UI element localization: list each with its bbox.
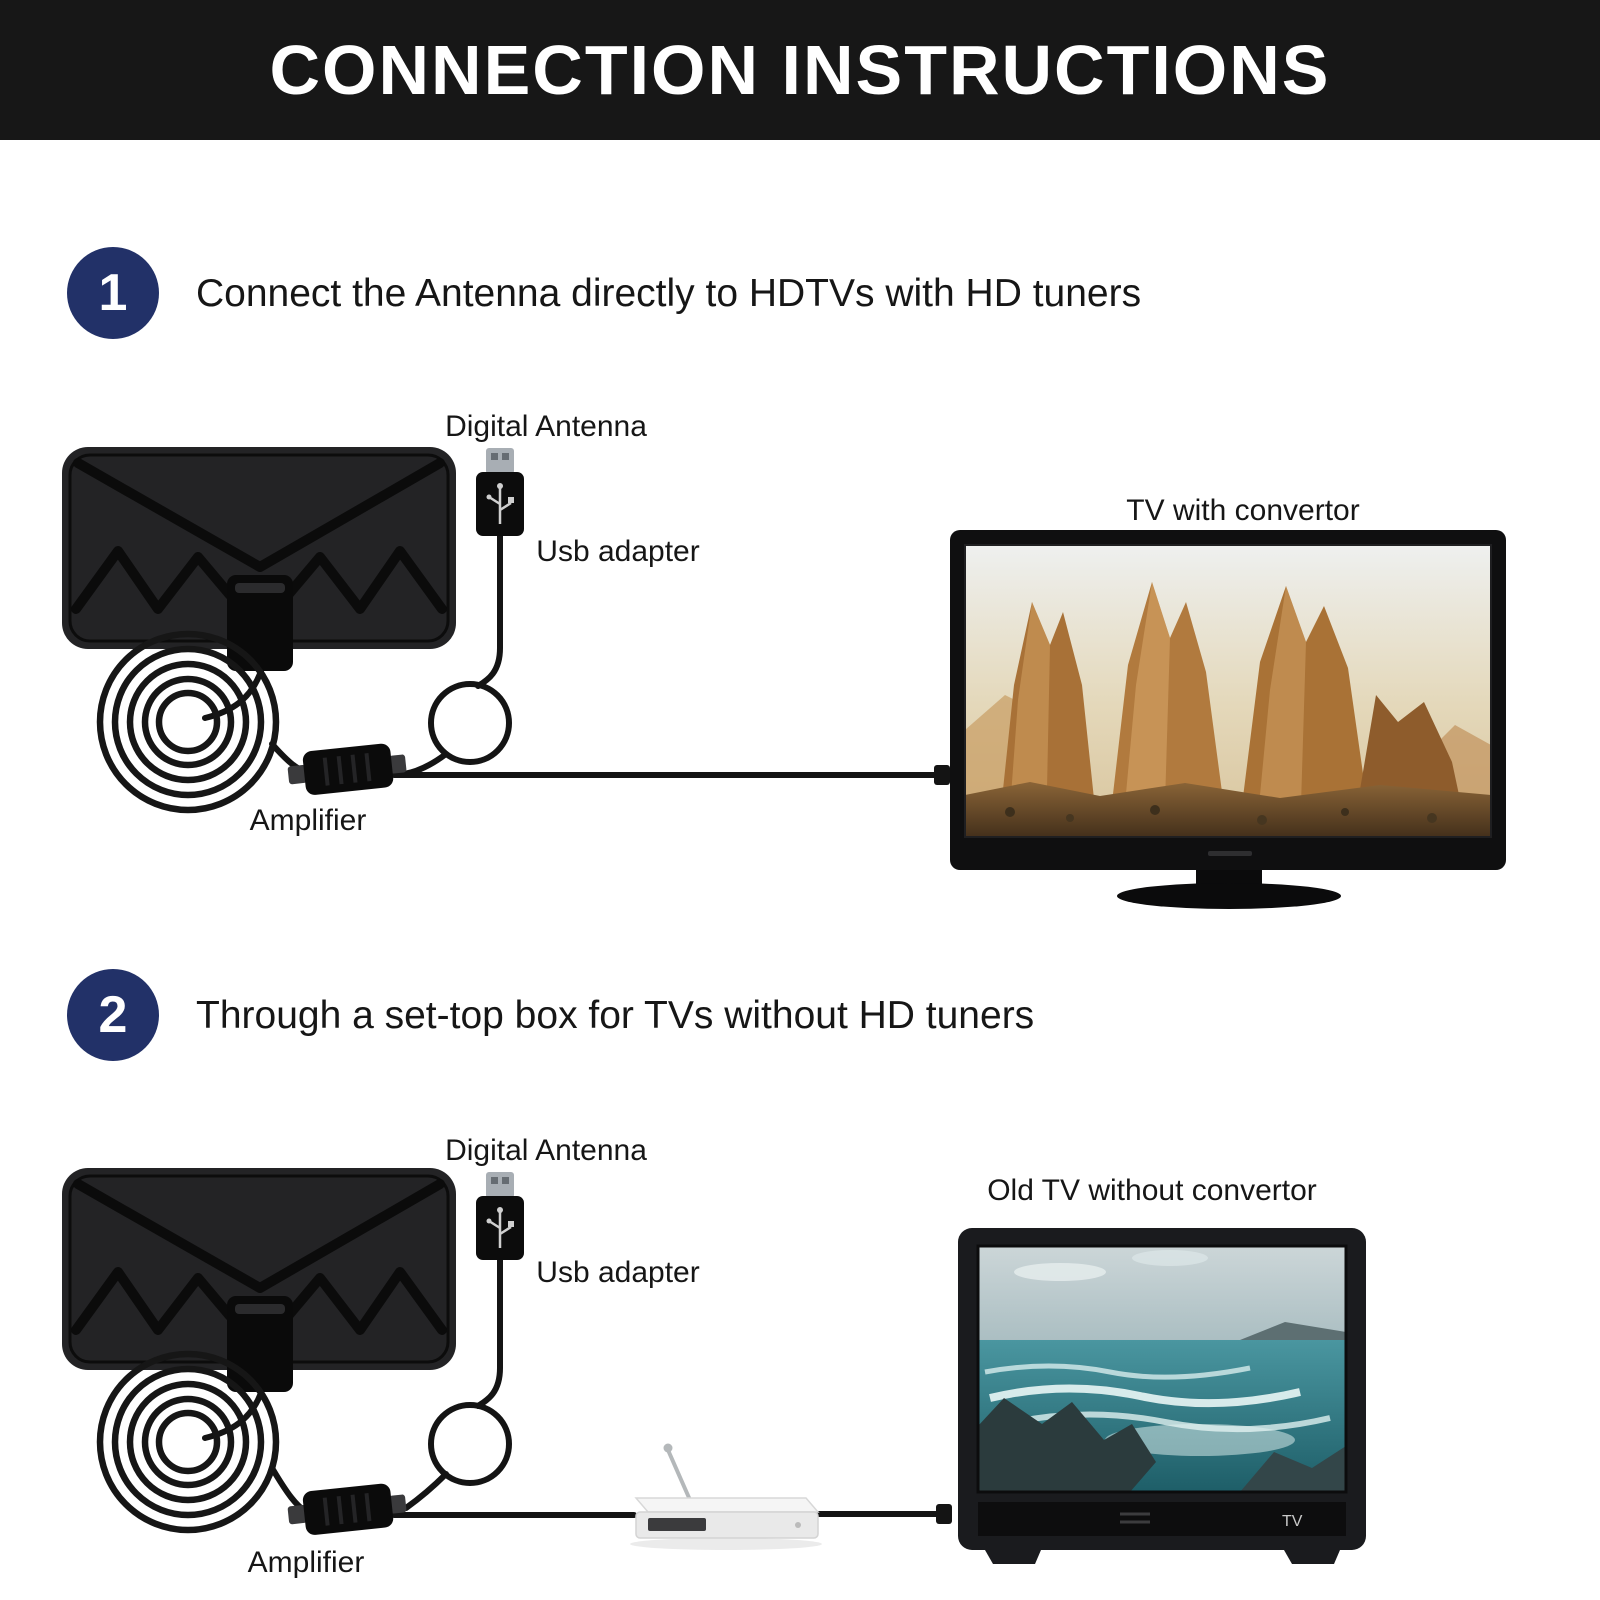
- amplifier-label-1: Amplifier: [249, 804, 367, 837]
- set-top-box-graphic: [630, 1443, 822, 1550]
- tv-graphic-1: [950, 530, 1506, 909]
- digital-antenna-label-2: Digital Antenna: [445, 1134, 647, 1167]
- amplifier-graphic-1: [284, 739, 411, 800]
- amplifier-graphic-2: [284, 1479, 411, 1540]
- tv-label-1: TV with convertor: [1126, 494, 1360, 527]
- step-1-badge: 1: [67, 247, 159, 339]
- antenna-graphic-1: [62, 447, 456, 671]
- usb-adapter-label-1: Usb adapter: [536, 535, 700, 568]
- tv2-logo-text: TV: [1282, 1513, 1303, 1530]
- step-2-title: Through a set-top box for TVs without HD…: [196, 994, 1035, 1037]
- page-title: CONNECTION INSTRUCTIONS: [269, 31, 1331, 109]
- amplifier-label-2: Amplifier: [247, 1546, 365, 1579]
- tv-label-2: Old TV without convertor: [987, 1174, 1317, 1207]
- step-1-title: Connect the Antenna directly to HDTVs wi…: [196, 272, 1142, 315]
- usb-adapter-graphic-2: [474, 1170, 526, 1262]
- cable-coil-graphic-2: [100, 1354, 276, 1530]
- cables-step-2: [202, 1257, 952, 1524]
- tv-graphic-2: TV: [958, 1228, 1366, 1564]
- header-bar: CONNECTION INSTRUCTIONS: [0, 0, 1600, 140]
- digital-antenna-label-1: Digital Antenna: [445, 410, 647, 443]
- cable-coil-graphic-1: [100, 634, 276, 810]
- tv1-screen-image: [965, 545, 1491, 837]
- tv2-screen-image: [978, 1246, 1346, 1492]
- step-2-number: 2: [98, 986, 128, 1044]
- usb-adapter-graphic-1: [474, 446, 526, 538]
- antenna-graphic-2: [62, 1168, 456, 1392]
- cables-step-1: [202, 533, 950, 785]
- step-2-badge: 2: [67, 969, 159, 1061]
- usb-adapter-label-2: Usb adapter: [536, 1256, 700, 1289]
- step-1-number: 1: [98, 264, 128, 322]
